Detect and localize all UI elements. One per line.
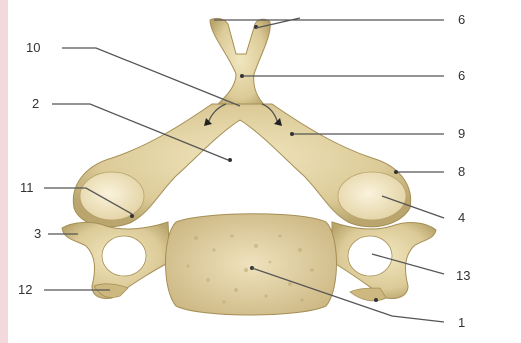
leader-10: [62, 48, 240, 106]
right-articular-facet: [338, 172, 406, 220]
right-lower-tip: [350, 288, 386, 301]
label-8: 8: [458, 164, 465, 179]
label-3: 3: [34, 226, 41, 241]
label-12: 12: [18, 282, 32, 297]
label-9: 9: [458, 126, 465, 141]
label-2: 2: [32, 96, 39, 111]
label-6-top: 6: [458, 12, 465, 27]
label-6-mid: 6: [458, 68, 465, 83]
label-13: 13: [456, 268, 470, 283]
left-articular-facet: [80, 172, 144, 220]
right-transverse-foramen: [348, 236, 392, 276]
label-1: 1: [458, 315, 465, 330]
label-4: 4: [458, 210, 465, 225]
label-11: 11: [20, 180, 34, 195]
spinous-process: [210, 18, 270, 110]
left-transverse-foramen: [102, 236, 146, 276]
vertebra-bone: [62, 18, 436, 315]
vertebral-body: [166, 214, 337, 315]
label-10: 10: [26, 40, 40, 55]
